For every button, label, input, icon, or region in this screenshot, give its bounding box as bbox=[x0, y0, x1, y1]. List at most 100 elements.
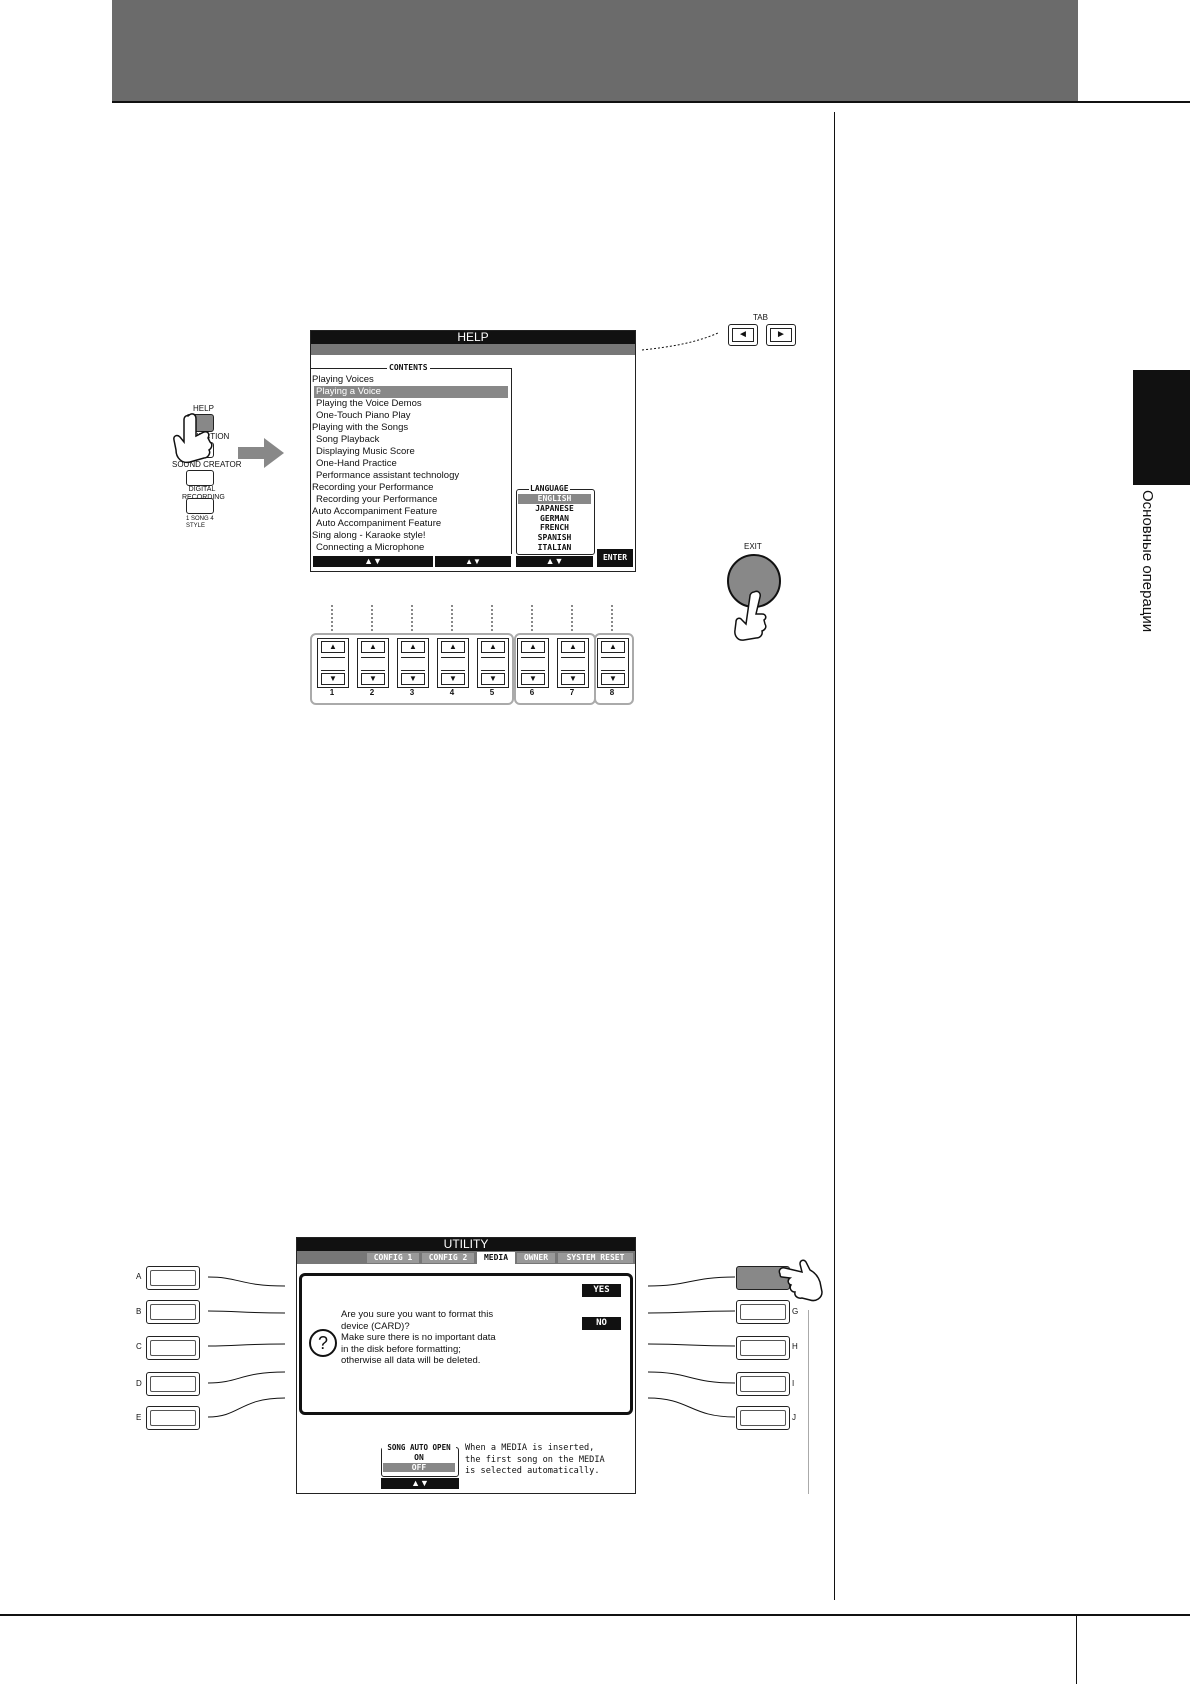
list-item[interactable]: Song Playback bbox=[316, 434, 380, 445]
song-auto-open-label: SONG AUTO OPEN bbox=[382, 1443, 456, 1452]
dial-number: 5 bbox=[489, 688, 495, 697]
button-d[interactable] bbox=[146, 1372, 200, 1396]
button-label-d: D bbox=[136, 1379, 142, 1388]
dialog-line: otherwise all data will be deleted. bbox=[341, 1355, 481, 1366]
button-b[interactable] bbox=[146, 1300, 200, 1324]
list-item[interactable]: Auto Accompaniment Feature bbox=[312, 506, 438, 517]
auto-open-arrows[interactable]: ▲▼ bbox=[381, 1478, 459, 1489]
tab-owner[interactable]: OWNER bbox=[517, 1253, 555, 1263]
dial-number: 2 bbox=[369, 688, 375, 697]
sound-creator-button[interactable] bbox=[186, 470, 214, 486]
list-item[interactable]: Connecting a Microphone bbox=[316, 542, 425, 553]
language-list: ENGLISH JAPANESE GERMAN FRENCH SPANISH I… bbox=[518, 494, 591, 553]
list-item[interactable]: Recording your Performance bbox=[312, 482, 434, 493]
language-option[interactable]: GERMAN bbox=[540, 513, 569, 523]
media-note: When a MEDIA is inserted, the first song… bbox=[465, 1443, 633, 1478]
digital-recording-button[interactable] bbox=[186, 498, 214, 514]
list-item[interactable]: Displaying Music Score bbox=[316, 446, 415, 457]
button-e[interactable] bbox=[146, 1406, 200, 1430]
dial-5[interactable]: ▲▼ bbox=[477, 638, 509, 688]
utility-screen: UTILITY CONFIG 1 CONFIG 2 MEDIA OWNER SY… bbox=[296, 1237, 636, 1494]
language-option[interactable]: SPANISH bbox=[537, 533, 572, 543]
help-screen-title: HELP bbox=[311, 331, 635, 344]
tab-left-button[interactable]: ◄ bbox=[728, 324, 758, 346]
button-label-j: J bbox=[792, 1413, 796, 1422]
button-i[interactable] bbox=[736, 1372, 790, 1396]
tab-connector bbox=[641, 332, 719, 351]
button-h[interactable] bbox=[736, 1336, 790, 1360]
contents-title: CONTENTS bbox=[387, 363, 430, 372]
button-label-b: B bbox=[136, 1307, 142, 1316]
list-item[interactable]: Playing Voices bbox=[312, 374, 374, 385]
help-button-label: HELP bbox=[193, 404, 214, 413]
right-column-rule bbox=[808, 1310, 809, 1494]
list-item[interactable]: Playing with the Songs bbox=[312, 422, 409, 433]
dial-number: 6 bbox=[529, 688, 535, 697]
list-item[interactable]: Playing the Voice Demos bbox=[316, 398, 422, 409]
utility-screen-title: UTILITY bbox=[297, 1238, 635, 1251]
language-option[interactable]: ITALIAN bbox=[537, 542, 572, 552]
button-label-i: I bbox=[792, 1379, 795, 1388]
list-item[interactable]: Auto Accompaniment Feature bbox=[316, 518, 442, 529]
dialog-message: Are you sure you want to format this dev… bbox=[341, 1309, 541, 1367]
dial-7[interactable]: ▲▼ bbox=[557, 638, 589, 688]
note-line: the first song on the MEDIA bbox=[465, 1454, 605, 1465]
header-rule bbox=[112, 101, 1190, 103]
arrow-left-icon: ◄ bbox=[732, 328, 754, 342]
digital-recording-label: DIGITAL RECORDING bbox=[182, 486, 225, 501]
help-screen: HELP CONTENTS Playing Voices Playing a V… bbox=[310, 330, 636, 572]
list-item[interactable]: One-Hand Practice bbox=[316, 458, 397, 469]
dial-2[interactable]: ▲▼ bbox=[357, 638, 389, 688]
sidebar-section-title: Основные операции bbox=[1139, 490, 1156, 633]
dial-number: 4 bbox=[449, 688, 455, 697]
contents-scroll-arrows[interactable]: ▲▼ bbox=[313, 556, 433, 567]
list-item[interactable]: One-Touch Piano Play bbox=[316, 410, 411, 421]
button-j[interactable] bbox=[736, 1406, 790, 1430]
button-g[interactable] bbox=[736, 1300, 790, 1324]
button-a[interactable] bbox=[146, 1266, 200, 1290]
tab-system-reset[interactable]: SYSTEM RESET bbox=[558, 1253, 633, 1263]
language-option-selected[interactable]: ENGLISH bbox=[518, 494, 591, 504]
list-item[interactable]: Sing along - Karaoke style! bbox=[312, 530, 426, 541]
column-divider bbox=[834, 112, 835, 1600]
dial-1[interactable]: ▲▼ bbox=[317, 638, 349, 688]
dial-6[interactable]: ▲▼ bbox=[517, 638, 549, 688]
tab-media[interactable]: MEDIA bbox=[477, 1252, 515, 1264]
auto-open-off-option[interactable]: OFF bbox=[383, 1463, 455, 1472]
dial-8[interactable]: ▲▼ bbox=[597, 638, 629, 688]
button-label-g: G bbox=[792, 1307, 799, 1316]
dial-group-8 bbox=[594, 633, 634, 705]
list-item[interactable]: Recording your Performance bbox=[316, 494, 438, 505]
no-button[interactable]: NO bbox=[582, 1317, 621, 1330]
tab-config-1[interactable]: CONFIG 1 bbox=[367, 1253, 419, 1263]
dialog-line: Are you sure you want to format this bbox=[341, 1309, 494, 1320]
button-label-h: H bbox=[792, 1342, 798, 1351]
button-label-a: A bbox=[136, 1272, 142, 1281]
dial-guides bbox=[331, 605, 613, 633]
button-label-e: E bbox=[136, 1413, 142, 1422]
note-line: is selected automatically. bbox=[465, 1466, 600, 1476]
dial-4[interactable]: ▲▼ bbox=[437, 638, 469, 688]
language-option[interactable]: JAPANESE bbox=[535, 503, 574, 513]
dial-3[interactable]: ▲▼ bbox=[397, 638, 429, 688]
list-item[interactable]: Performance assistant technology bbox=[316, 470, 460, 481]
list-item-selected[interactable]: Playing a Voice bbox=[314, 386, 508, 398]
help-tab-strip bbox=[311, 344, 635, 355]
yes-button[interactable]: YES bbox=[582, 1284, 621, 1297]
dial-group-1-5 bbox=[310, 633, 514, 705]
tab-right-button[interactable]: ► bbox=[766, 324, 796, 346]
pointing-hand-icon bbox=[173, 413, 213, 464]
dial-number: 1 bbox=[329, 688, 335, 697]
button-c[interactable] bbox=[146, 1336, 200, 1360]
language-title: LANGUAGE bbox=[529, 484, 570, 493]
tab-config-2[interactable]: CONFIG 2 bbox=[422, 1253, 474, 1263]
enter-button[interactable]: ENTER bbox=[597, 549, 633, 567]
footer-divider bbox=[1076, 1616, 1077, 1684]
arrow-right-icon bbox=[238, 438, 284, 468]
dialog-line: in the disk before formatting; bbox=[341, 1343, 461, 1355]
language-option[interactable]: FRENCH bbox=[540, 523, 569, 533]
subitem-scroll-arrows[interactable]: ▲▼ bbox=[435, 556, 511, 567]
language-scroll-arrows[interactable]: ▲▼ bbox=[516, 556, 593, 567]
dialog-line: Make sure there is no important data bbox=[341, 1332, 496, 1343]
auto-open-on-option[interactable]: ON bbox=[414, 1453, 424, 1462]
